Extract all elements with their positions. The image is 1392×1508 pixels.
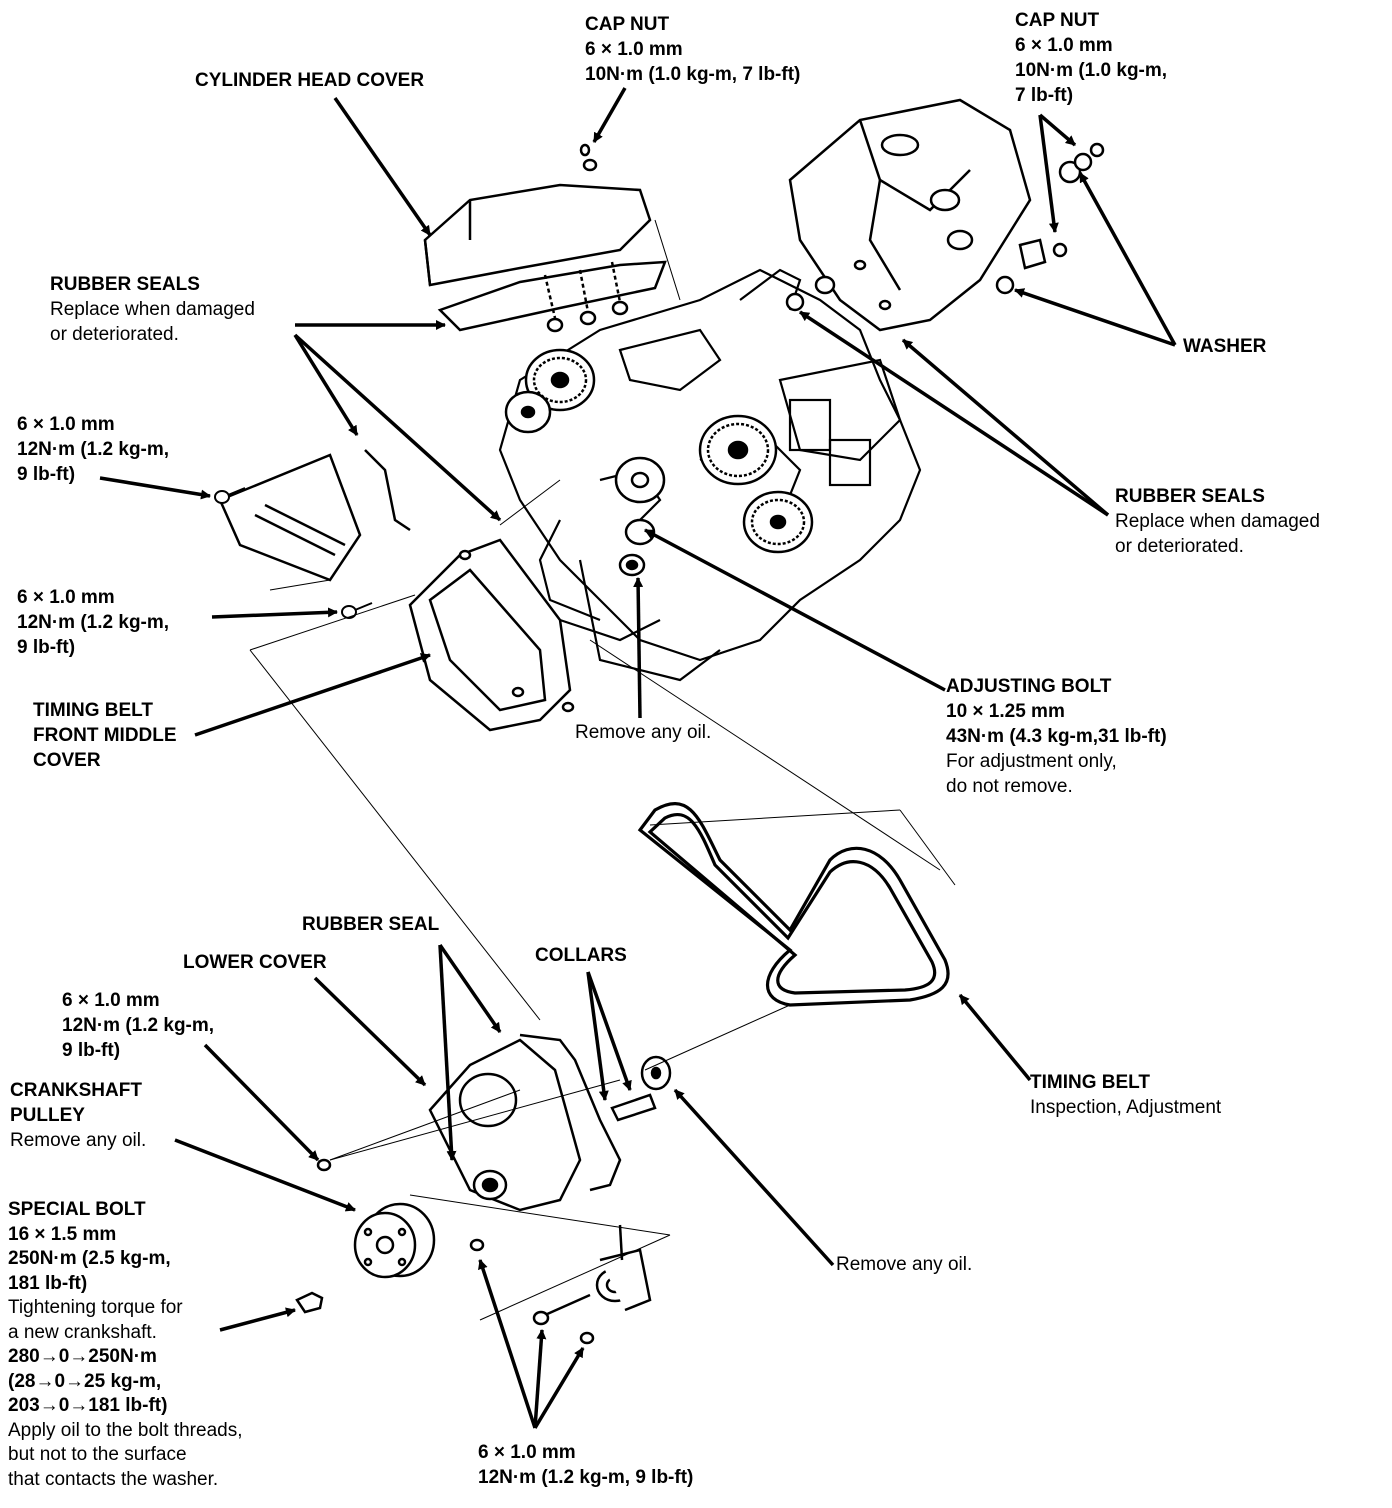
cap-nut-2-title: CAP NUT [1015,10,1100,31]
bolt-d-torque: 12N·m (1.2 kg-m, 9 lb-ft) [478,1467,694,1488]
adjusting-bolt-note1: For adjustment only, [946,751,1117,772]
label-remove-oil-2: Remove any oil. [836,1254,973,1275]
crankshaft-pulley-line1: CRANKSHAFT [10,1080,142,1101]
cap-nut-1-size: 6 × 1.0 mm [585,39,683,60]
adjusting-bolt-title: ADJUSTING BOLT [946,676,1112,697]
bolt-a-torque1: 12N·m (1.2 kg-m, [17,439,170,460]
bolt-c-torque1: 12N·m (1.2 kg-m, [62,1015,215,1036]
cap-nut-1-torque: 10N·m (1.0 kg-m, 7 lb-ft) [585,64,801,85]
special-bolt-seq3: 203→0→181 lb-ft) [8,1395,168,1416]
engine-block [498,268,922,682]
label-timing-belt-front-middle-cover: TIMING BELT FRONT MIDDLE COVER [33,698,177,773]
tensioner-assembly-bottom [316,1158,652,1345]
special-bolt-note3: Apply oil to the bolt threads, [8,1419,243,1441]
crankshaft-pulley-note: Remove any oil. [10,1130,147,1151]
label-rubber-seal: RUBBER SEAL [302,914,440,935]
label-bolt-b: 6 × 1.0 mm 12N·m (1.2 kg-m, 9 lb-ft) [17,585,169,660]
tbfmc-line2: FRONT MIDDLE [33,725,177,746]
lower-cover [428,1033,622,1212]
bolt-b-torque1: 12N·m (1.2 kg-m, [17,612,170,633]
special-bolt-torque1: 250N·m (2.5 kg-m, [8,1248,171,1269]
rubber-seals-left-title: RUBBER SEALS [50,274,200,295]
label-bolt-d: 6 × 1.0 mm 12N·m (1.2 kg-m, 9 lb-ft) [478,1440,693,1490]
timing-belt-upper-cover [218,449,411,582]
bolt-b-size: 6 × 1.0 mm [17,587,115,608]
tbfmc-line1: TIMING BELT [33,700,153,721]
special-bolt-note1: Tightening torque for [8,1297,183,1318]
timing-belt-title: TIMING BELT [1030,1072,1150,1093]
crankshaft-pulley-line2: PULLEY [10,1105,85,1126]
cam-pulley-left [504,348,596,434]
rubber-seals-right-note2: or deteriorated. [1115,536,1244,557]
adjusting-bolt-size: 10 × 1.25 mm [946,701,1065,722]
label-special-bolt: SPECIAL BOLT 16 × 1.5 mm 250N·m (2.5 kg-… [8,1198,242,1492]
timing-belt [637,802,950,1007]
cylinder-head-cover-right [785,98,1105,332]
bolt-c-size: 6 × 1.0 mm [62,990,160,1011]
label-cylinder-head-cover: CYLINDER HEAD COVER [195,70,425,91]
timing-belt-front-middle-cover [408,538,575,732]
label-collars: COLLARS [535,945,627,966]
adjusting-bolt-note2: do not remove. [946,776,1073,797]
cap-nut-2-size: 6 × 1.0 mm [1015,35,1113,56]
label-cap-nut-1: CAP NUT 6 × 1.0 mm 10N·m (1.0 kg-m, 7 lb… [585,12,800,87]
label-timing-belt: TIMING BELT Inspection, Adjustment [1030,1070,1221,1120]
timing-belt-note: Inspection, Adjustment [1030,1097,1222,1118]
label-rubber-seals-left: RUBBER SEALS Replace when damaged or det… [50,272,255,347]
bolts-left [214,487,373,619]
label-rubber-seals-right: RUBBER SEALS Replace when damaged or det… [1115,484,1320,559]
rubber-seals-left-note1: Replace when damaged [50,299,255,320]
cap-nut-2-torque2: 7 lb-ft) [1015,85,1074,106]
special-bolt-seq1: 280→0→250N·m [8,1346,157,1367]
special-bolt-note4: but not to the surface [8,1444,187,1465]
rubber-seals-right-title: RUBBER SEALS [1115,486,1265,507]
label-crankshaft-pulley: CRANKSHAFT PULLEY Remove any oil. [10,1078,146,1153]
adjusting-bolt-torque: 43N·m (4.3 kg-m,31 lb-ft) [946,726,1167,747]
bolt-a-size: 6 × 1.0 mm [17,414,115,435]
tensioner [614,456,666,577]
special-bolt-torque2: 181 lb-ft) [8,1272,88,1294]
bolt-d-size: 6 × 1.0 mm [478,1442,576,1463]
rubber-seals-left-note2: or deteriorated. [50,324,179,345]
label-washer: WASHER [1183,336,1267,357]
bolt-a-torque2: 9 lb-ft) [17,464,76,485]
label-cap-nut-2: CAP NUT 6 × 1.0 mm 10N·m (1.0 kg-m, 7 lb… [1015,8,1167,108]
cap-nut-1-title: CAP NUT [585,14,670,35]
alignment-lines [249,219,956,1321]
special-bolt-seq2: (28→0→25 kg-m, [8,1370,162,1392]
label-adjusting-bolt: ADJUSTING BOLT 10 × 1.25 mm 43N·m (4.3 k… [946,674,1167,799]
label-bolt-a: 6 × 1.0 mm 12N·m (1.2 kg-m, 9 lb-ft) [17,412,169,487]
tbfmc-line3: COVER [33,750,101,771]
cylinder-head-cover-left [423,143,667,333]
leader-arrows [99,87,1177,1429]
cap-nut-2-torque1: 10N·m (1.0 kg-m, [1015,60,1168,81]
special-bolt-size: 16 × 1.5 mm [8,1223,117,1245]
cam-pulley-right [698,414,814,554]
special-bolt-note2: a new crankshaft. [8,1321,157,1343]
rubber-seals-right-note1: Replace when damaged [1115,511,1320,532]
crankshaft-pulley [295,1202,436,1314]
label-remove-oil-1: Remove any oil. [575,722,712,743]
crank-sprocket [610,1055,672,1122]
bolt-b-torque2: 9 lb-ft) [17,637,76,658]
label-lower-cover: LOWER COVER [183,952,327,973]
label-bolt-c: 6 × 1.0 mm 12N·m (1.2 kg-m, 9 lb-ft) [62,988,214,1063]
special-bolt-title: SPECIAL BOLT [8,1199,146,1220]
bolt-c-torque2: 9 lb-ft) [62,1040,121,1061]
special-bolt-note5: that contacts the washer. [8,1468,219,1490]
